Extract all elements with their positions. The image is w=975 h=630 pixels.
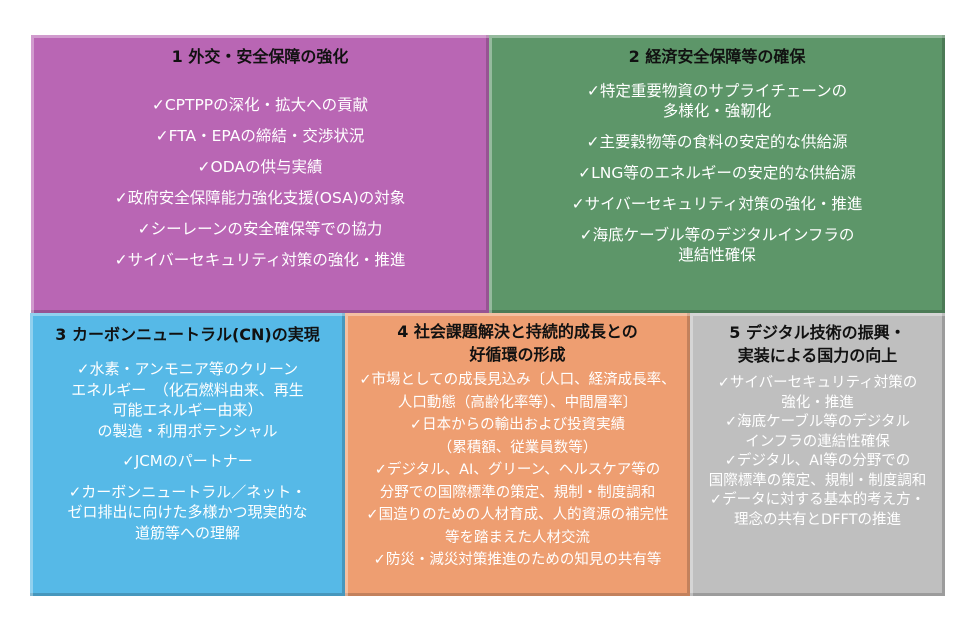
item-list: ✓水素・アンモニア等のクリーン エネルギー （化石燃料由来、再生 可能エネルギー… (30, 359, 345, 543)
list-item: ✓主要穀物等の食料の安定的な供給源 (586, 133, 848, 151)
box-diplomacy-security: 1 外交・安全保障の強化 ✓CPTPPの深化・拡大への貢献 ✓FTA・EPAの締… (31, 35, 489, 313)
list-item: ✓国造りのための人材育成、人的資源の補完性 等を踏まえた人材交流 (366, 507, 669, 546)
list-item: ✓JCMのパートナー (122, 452, 253, 470)
box-title: 1 外交・安全保障の強化 (171, 47, 349, 66)
box-title: 2 経済安全保障等の確保 (628, 47, 806, 66)
box-title: 4 社会課題解決と持続的成長との 好循環の形成 (397, 322, 638, 364)
list-item: ✓政府安全保障能力強化支援(OSA)の対象 (114, 189, 406, 207)
list-item: ✓シーレーンの安全確保等での協力 (137, 220, 383, 238)
list-item: ✓サイバーセキュリティ対策の強化・推進 (571, 195, 863, 213)
list-item: ✓デジタル、AI等の分野での 国際標準の策定、規制・制度調和 (708, 453, 927, 489)
list-item: ✓市場としての成長見込み〔人口、経済成長率、 人口動態（高齢化率等）、中間層率〕 (359, 372, 676, 411)
list-item: ✓サイバーセキュリティ対策の強化・推進 (114, 251, 406, 269)
box-title: 3 カーボンニュートラル(CN)の実現 (55, 325, 320, 344)
list-item: ✓海底ケーブル等のデジタルインフラの 連結性確保 (579, 226, 855, 264)
box-economic-security: 2 経済安全保障等の確保 ✓特定重要物資のサプライチェーンの 多様化・強靭化 ✓… (489, 35, 945, 313)
list-item: ✓CPTPPの深化・拡大への貢献 (151, 96, 369, 114)
list-item: ✓特定重要物資のサプライチェーンの 多様化・強靭化 (586, 82, 848, 120)
box-social-issues-growth: 4 社会課題解決と持続的成長との 好循環の形成 ✓市場としての成長見込み〔人口、… (345, 313, 690, 596)
list-item: ✓海底ケーブル等のデジタル インフラの連結性確保 (725, 414, 910, 450)
list-item: ✓日本からの輸出および投資実績 （累積額、従業員数等） (409, 417, 626, 456)
list-item: ✓FTA・EPAの締結・交渉状況 (155, 127, 365, 145)
item-list: ✓特定重要物資のサプライチェーンの 多様化・強靭化 ✓主要穀物等の食料の安定的な… (489, 81, 945, 265)
list-item: ✓サイバーセキュリティ対策の 強化・推進 (717, 375, 918, 411)
list-item: ✓カーボンニュートラル／ネット・ ゼロ排出に向けた多様かつ現実的な 道筋等への理… (67, 482, 308, 542)
item-list: ✓市場としての成長見込み〔人口、経済成長率、 人口動態（高齢化率等）、中間層率〕… (345, 369, 690, 572)
box-carbon-neutral: 3 カーボンニュートラル(CN)の実現 ✓水素・アンモニア等のクリーン エネルギ… (30, 313, 345, 596)
list-item: ✓ODAの供与実績 (197, 158, 323, 176)
box-title: 5 デジタル技術の振興・ 実装による国力の向上 (729, 323, 906, 365)
item-list: ✓サイバーセキュリティ対策の 強化・推進 ✓海底ケーブル等のデジタル インフラの… (690, 374, 945, 530)
list-item: ✓防災・減災対策推進のための知見の共有等 (373, 552, 662, 568)
list-item: ✓データに対する基本的考え方・ 理念の共有とDFFTの推進 (709, 492, 926, 528)
box-digital-technology: 5 デジタル技術の振興・ 実装による国力の向上 ✓サイバーセキュリティ対策の 強… (690, 313, 945, 596)
list-item: ✓LNG等のエネルギーの安定的な供給源 (578, 164, 856, 182)
list-item: ✓水素・アンモニア等のクリーン エネルギー （化石燃料由来、再生 可能エネルギー… (71, 360, 304, 440)
list-item: ✓デジタル、AI、グリーン、ヘルスケア等の 分野での国際標準の策定、規制・制度調… (374, 462, 661, 501)
item-list: ✓CPTPPの深化・拡大への貢献 ✓FTA・EPAの締結・交渉状況 ✓ODAの供… (31, 90, 489, 276)
